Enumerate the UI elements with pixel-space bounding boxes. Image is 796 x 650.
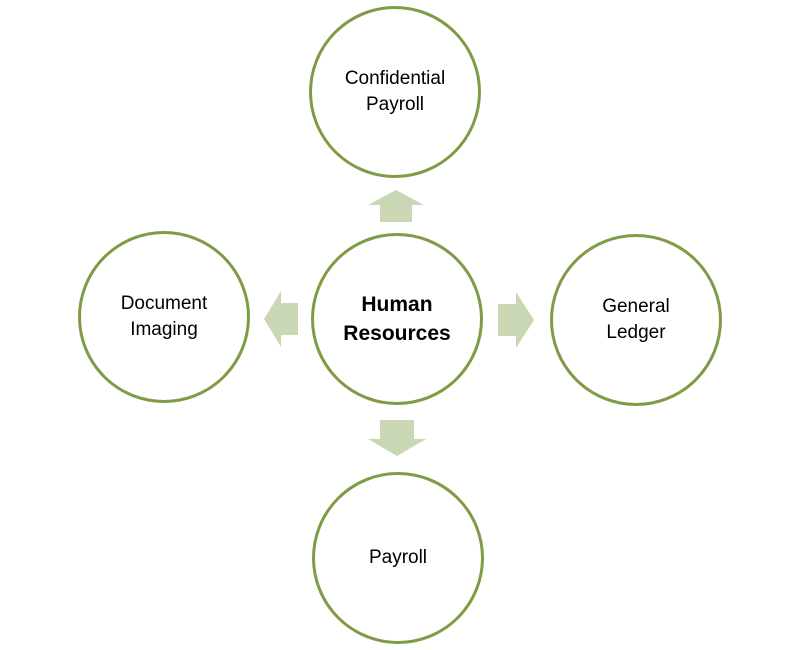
node-confidential-payroll: Confidential Payroll	[309, 6, 481, 178]
node-document-imaging: Document Imaging	[78, 231, 250, 403]
arrow-down-icon	[368, 420, 426, 456]
center-label: Human Resources	[343, 293, 451, 345]
arrow-right-icon	[498, 292, 534, 348]
node-general-ledger: General Ledger	[550, 234, 722, 406]
node-payroll: Payroll	[312, 472, 484, 644]
node-label: Payroll	[368, 547, 428, 568]
arrow-up-icon	[368, 190, 424, 222]
node-label: Document Imaging	[120, 293, 208, 340]
node-label: General Ledger	[602, 296, 670, 343]
arrow-left-icon	[264, 291, 298, 347]
node-human-resources: Human Resources	[311, 233, 483, 405]
node-label: Confidential Payroll	[344, 68, 446, 115]
